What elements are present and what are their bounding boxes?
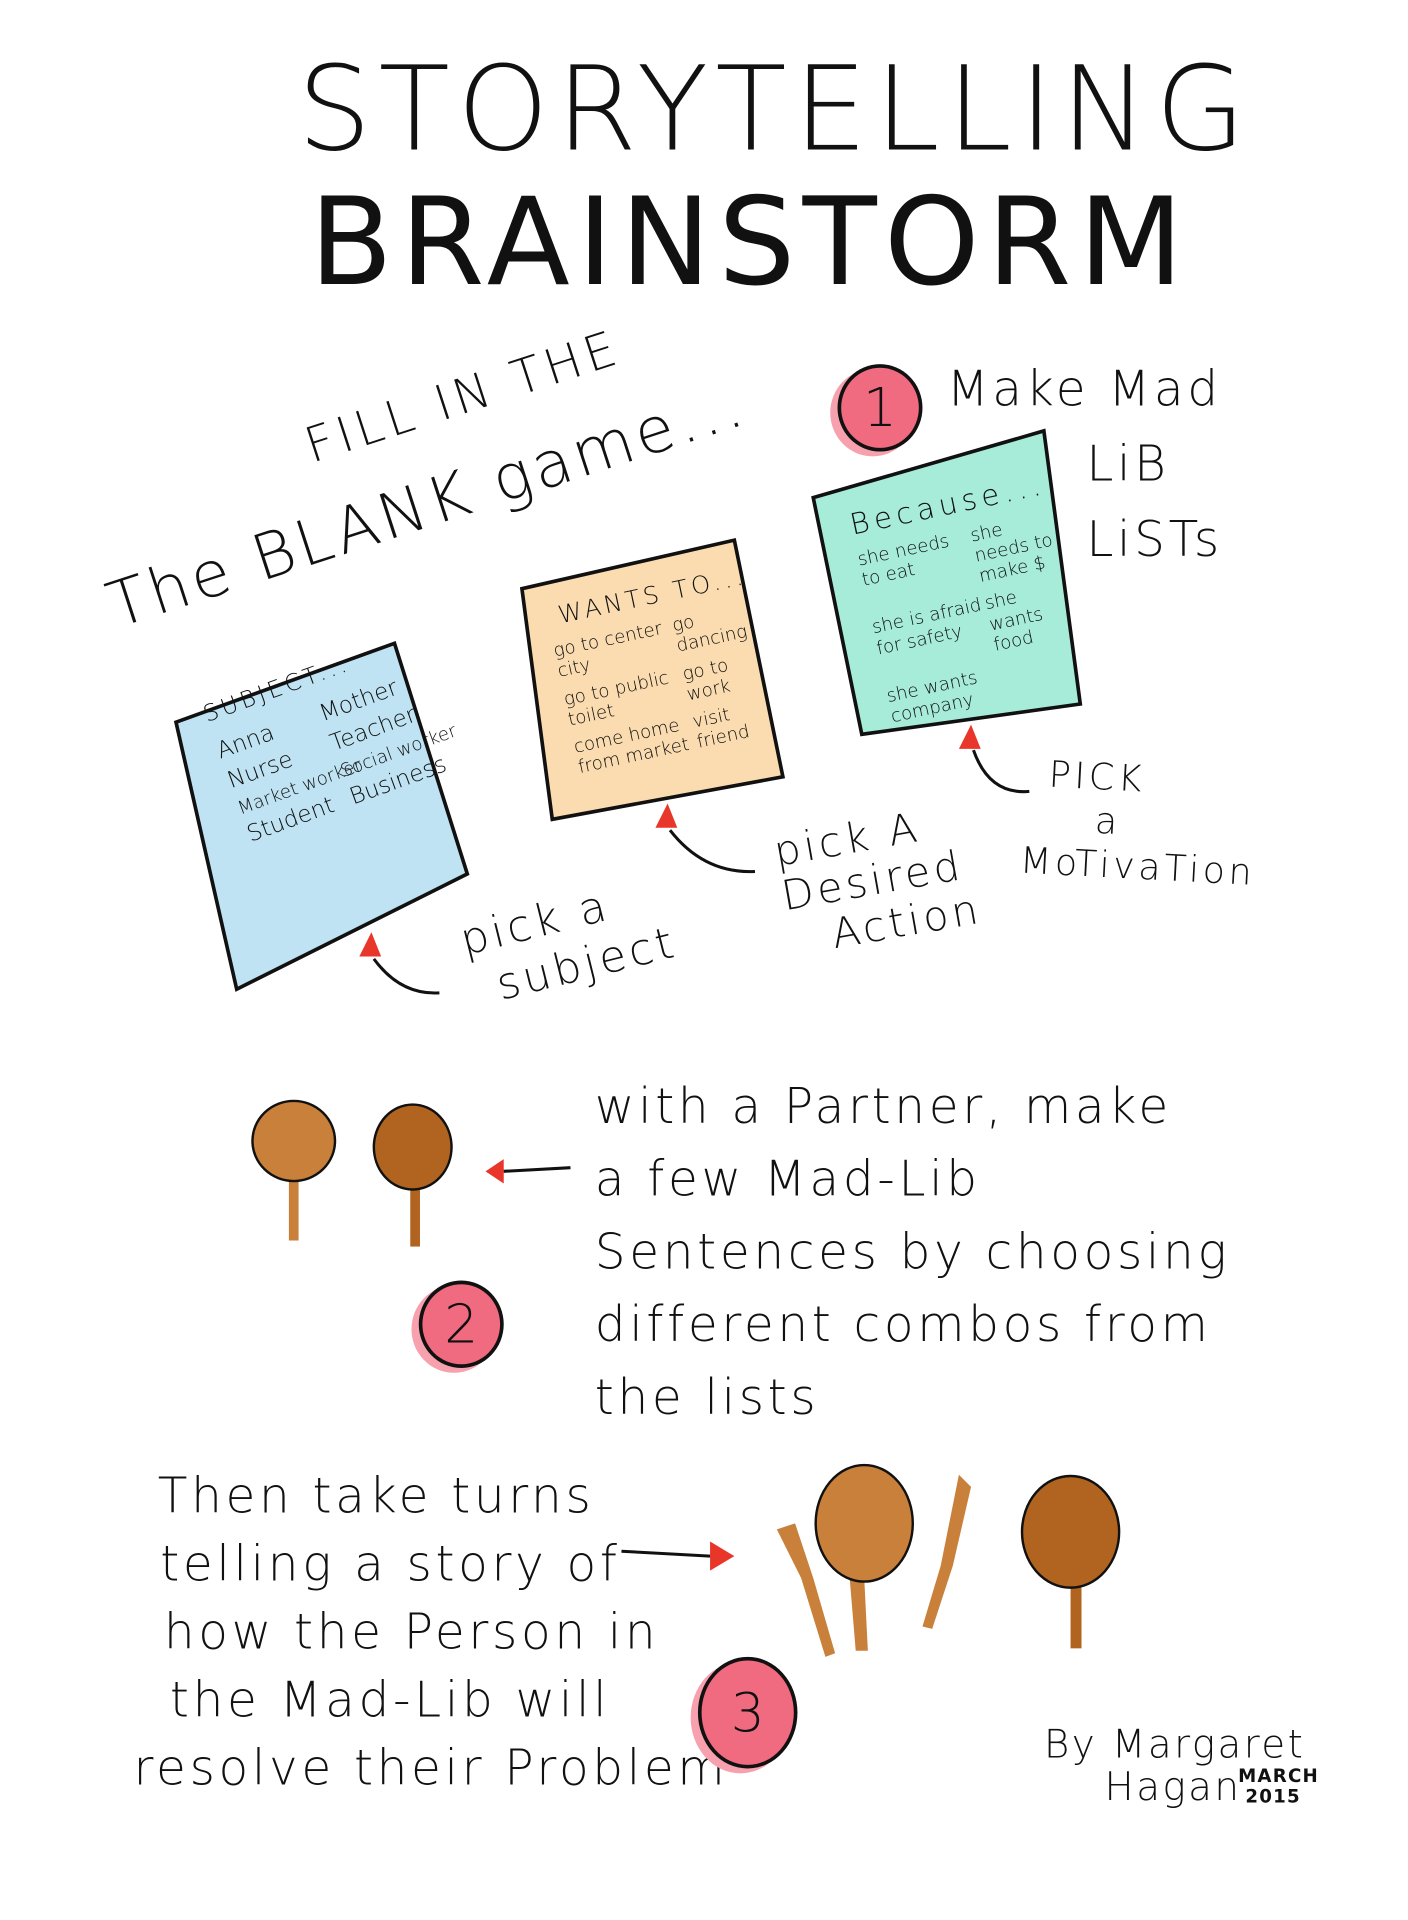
signature-month: MARCH: [1238, 1764, 1319, 1787]
signature-by: By Margaret: [1043, 1721, 1306, 1768]
step-2-badge: 2: [418, 1280, 504, 1368]
title-line2: BRAINSTORM: [309, 171, 1191, 314]
title-line1: STORYTELLING: [297, 41, 1253, 178]
step-3-text: Then take turns telling a story of how t…: [134, 1463, 729, 1803]
step-2-line: with a Partner, make: [594, 1079, 1172, 1135]
step-1-badge: 1: [837, 364, 923, 452]
step-2-line: a few Mad-Lib: [594, 1151, 981, 1208]
step-3-line: telling a story of: [160, 1536, 621, 1593]
signature-date: MARCH 2015: [1238, 1766, 1319, 1806]
subject-card: [173, 640, 470, 992]
step-2-line: Sentences by choosing: [594, 1224, 1231, 1281]
step-1-line: LiSTs: [1086, 512, 1223, 569]
motivation-card: [811, 428, 1083, 737]
partner-faces: [251, 1099, 1121, 1657]
step-1-text: Make Mad LiB LiSTs: [947, 352, 1223, 578]
step-2-line: different combos from: [594, 1297, 1212, 1354]
card-item: go dancing: [670, 610, 750, 657]
motivation-label: PICK a MoTivaTion: [1019, 753, 1261, 896]
step-2-line: the lists: [594, 1370, 820, 1427]
step-3-line: the Mad-Lib will: [169, 1672, 611, 1729]
step-3-line: how the Person in: [163, 1604, 660, 1661]
action-card: [519, 537, 786, 822]
step-3-line: Then take turns: [157, 1468, 595, 1525]
step-3-badge: 3: [697, 1656, 798, 1769]
signature: By Margaret Hagan: [1043, 1721, 1306, 1811]
card-item: she wants food: [982, 586, 1045, 656]
pointer-arrows: [359, 724, 981, 1571]
step-1-line: Make Mad: [946, 361, 1222, 418]
signature-name: Hagan: [1104, 1763, 1242, 1811]
signature-year: 2015: [1245, 1784, 1301, 1807]
step-1-line: LiB: [1086, 436, 1170, 493]
step-2-text: with a Partner, make a few Mad-Lib Sente…: [595, 1071, 1230, 1435]
step-3-line: resolve their Problem: [133, 1740, 729, 1797]
card-item: go to work: [680, 653, 733, 705]
